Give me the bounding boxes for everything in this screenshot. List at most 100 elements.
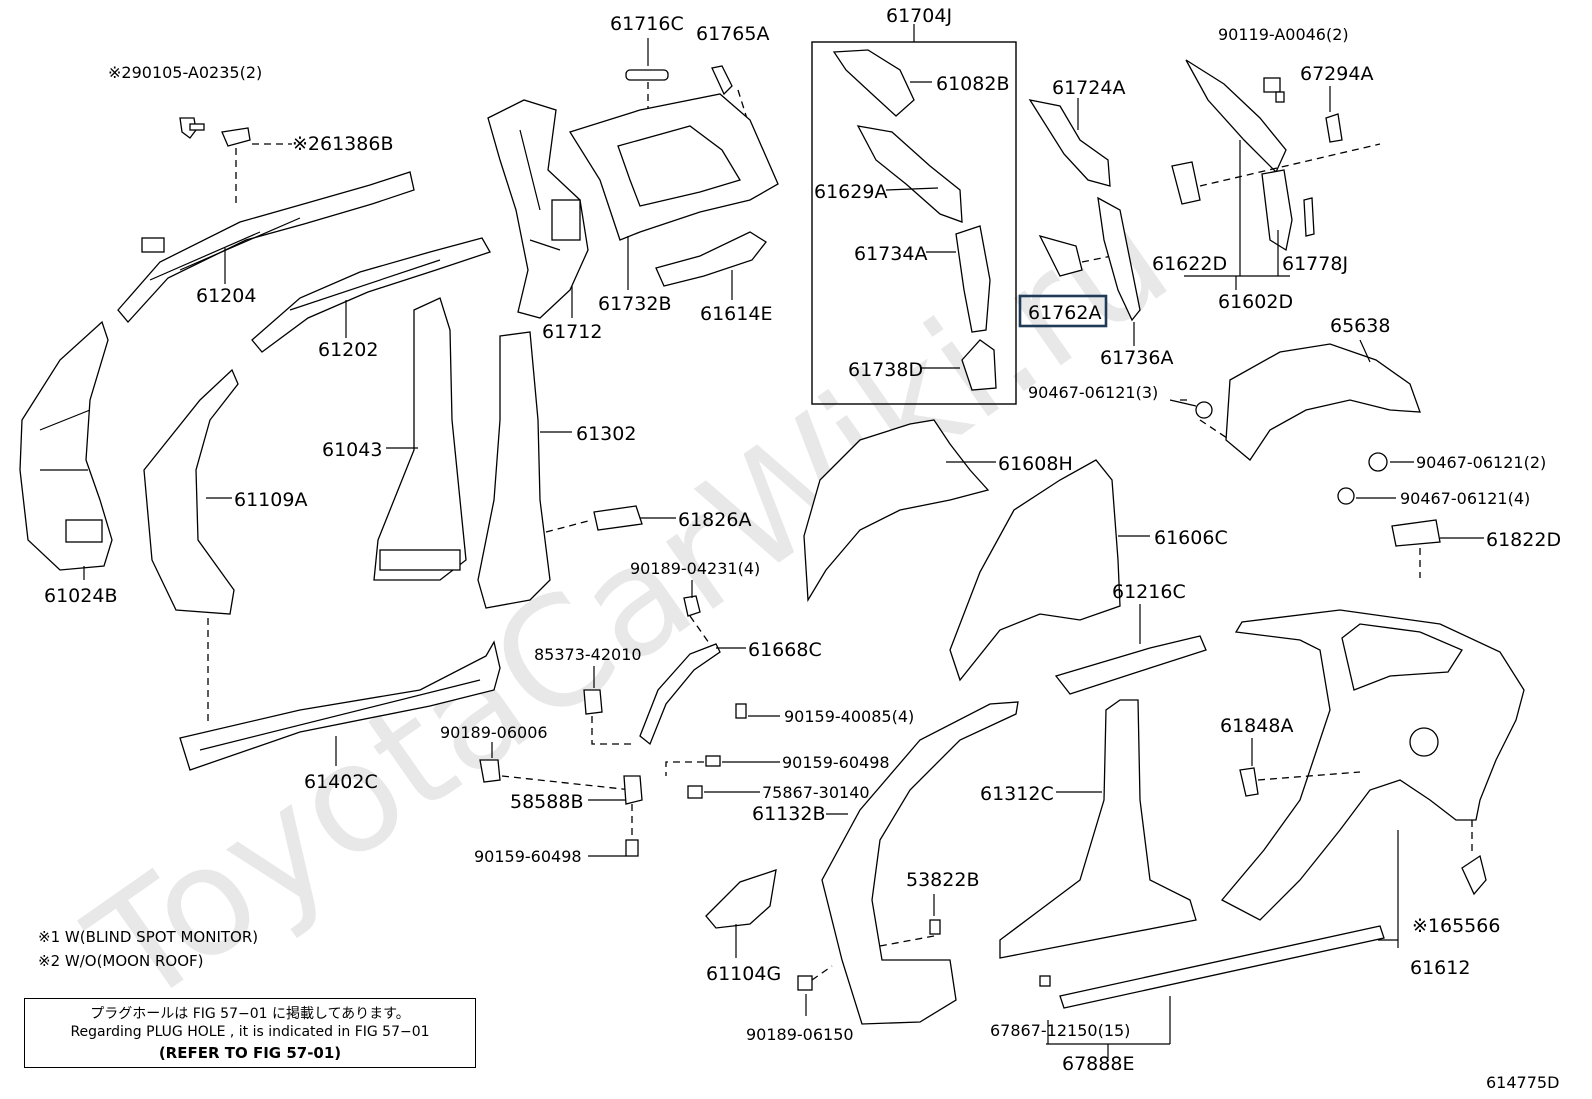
part-65638-liner[interactable] bbox=[1225, 343, 1421, 461]
part-61734A[interactable] bbox=[955, 225, 991, 333]
part-90159-60498-screw-a[interactable] bbox=[705, 755, 721, 767]
part-90189-06006-clip[interactable] bbox=[479, 759, 501, 783]
part-61778J[interactable] bbox=[1303, 197, 1315, 237]
label-65638: 65638 bbox=[1330, 315, 1390, 337]
part-90467-fastener-b[interactable] bbox=[1368, 452, 1388, 472]
part-61132B-front-pillar[interactable] bbox=[821, 701, 1019, 1025]
part-61712-pillar[interactable] bbox=[487, 99, 589, 319]
plug-note-jp: プラグホールは FIG 57−01 に掲載してあります。 bbox=[90, 1006, 410, 1022]
label-61312C: 61312C bbox=[980, 783, 1054, 805]
part-67867-clip[interactable] bbox=[1039, 975, 1051, 987]
diagram-id: 614775D bbox=[1486, 1073, 1559, 1092]
part-61109A-pillar[interactable] bbox=[143, 368, 239, 615]
label-85373: 85373-42010 bbox=[534, 645, 642, 664]
label-67867: 67867-12150(15) bbox=[990, 1021, 1130, 1040]
part-61386B-clip[interactable] bbox=[221, 127, 251, 147]
plug-note-ref[interactable]: (REFER TO FIG 57-01) bbox=[158, 1044, 342, 1062]
part-58588B-bracket[interactable] bbox=[623, 775, 643, 805]
part-61043-pillar-inner[interactable] bbox=[373, 297, 467, 581]
part-61608H-wheelhouse[interactable] bbox=[803, 419, 990, 603]
part-90467-fastener-c[interactable] bbox=[1337, 487, 1355, 505]
label-67888E: 67888E bbox=[1062, 1053, 1134, 1075]
part-61612-quarter-panel[interactable] bbox=[1220, 609, 1525, 921]
part-85373-clip[interactable] bbox=[583, 689, 603, 715]
label-90159-60498-b: 90159-60498 bbox=[474, 847, 582, 866]
label-61202: 61202 bbox=[318, 339, 378, 361]
label-90159-60498-a: 90159-60498 bbox=[782, 753, 890, 772]
label-61778J: 61778J bbox=[1282, 253, 1348, 275]
label-61043: 61043 bbox=[322, 439, 382, 461]
part-61216C-rail[interactable] bbox=[1054, 635, 1207, 695]
label-61629A: 61629A bbox=[814, 181, 887, 203]
label-61762A[interactable]: 61762A bbox=[1028, 302, 1101, 324]
label-61822D: 61822D bbox=[1486, 529, 1561, 551]
part-61104G-bracket[interactable] bbox=[705, 869, 777, 929]
label-90189-04231: 90189-04231(4) bbox=[630, 559, 760, 578]
label-61622D: 61622D bbox=[1152, 253, 1227, 275]
part-61736A[interactable] bbox=[1097, 196, 1141, 322]
label-61765A: 61765A bbox=[696, 23, 769, 45]
part-61716C-clip[interactable] bbox=[625, 69, 669, 81]
label-90189-06150: 90189-06150 bbox=[746, 1025, 854, 1044]
part-61024B-front-pillar[interactable] bbox=[19, 320, 113, 571]
part-65566-sensor-bracket[interactable] bbox=[1461, 854, 1487, 896]
label-58588B: 58588B bbox=[510, 791, 583, 813]
label-90119: 90119-A0046(2) bbox=[1218, 25, 1349, 44]
part-90119-bolt[interactable] bbox=[1263, 77, 1285, 103]
part-61822D-pad[interactable] bbox=[1391, 519, 1441, 547]
label-61132B: 61132B bbox=[752, 803, 825, 825]
label-61216C: 61216C bbox=[1112, 581, 1186, 603]
part-67294A[interactable] bbox=[1325, 113, 1343, 143]
part-61606C-inner-panel[interactable] bbox=[949, 459, 1121, 682]
label-61724A: 61724A bbox=[1052, 77, 1125, 99]
label-61712: 61712 bbox=[542, 321, 602, 343]
part-61204-roof-rail[interactable] bbox=[117, 171, 415, 323]
label-90189-06006: 90189-06006 bbox=[440, 723, 548, 742]
label-61734A: 61734A bbox=[854, 243, 927, 265]
part-90189-06150-screw[interactable] bbox=[797, 975, 813, 991]
part-61082B[interactable] bbox=[832, 49, 915, 117]
part-61762A[interactable] bbox=[1038, 234, 1083, 277]
part-61602D-panel[interactable] bbox=[1185, 59, 1293, 252]
part-61668C-liner[interactable] bbox=[639, 643, 721, 746]
part-90105-bolt[interactable] bbox=[179, 117, 205, 139]
label-53822B: 53822B bbox=[906, 869, 979, 891]
part-61312C-center-pillar[interactable] bbox=[999, 699, 1197, 959]
label-61716C: 61716C bbox=[610, 13, 684, 35]
part-61622D[interactable] bbox=[1171, 161, 1201, 205]
part-61738D[interactable] bbox=[961, 339, 997, 391]
part-90159-40085-screw[interactable] bbox=[735, 703, 747, 719]
label-61109A: 61109A bbox=[234, 489, 307, 511]
label-67294A: 67294A bbox=[1300, 63, 1373, 85]
part-90467-fastener-a[interactable] bbox=[1195, 401, 1213, 419]
label-61668C: 61668C bbox=[748, 639, 822, 661]
label-61386B: ※261386B bbox=[292, 133, 394, 155]
part-61765A-bracket[interactable] bbox=[711, 65, 733, 96]
part-90159-60498-screw-b[interactable] bbox=[625, 839, 639, 857]
label-61024B: 61024B bbox=[44, 585, 117, 607]
label-61732B: 61732B bbox=[598, 293, 671, 315]
footnote-2: ※2 W/O(MOON ROOF) bbox=[38, 952, 204, 970]
part-61629A[interactable] bbox=[856, 125, 963, 223]
footnote-1: ※1 W(BLIND SPOT MONITOR) bbox=[38, 928, 259, 946]
part-53822B-clip[interactable] bbox=[929, 919, 941, 935]
plug-note-en: Regarding PLUG HOLE , it is indicated in… bbox=[70, 1024, 430, 1040]
label-61826A: 61826A bbox=[678, 509, 751, 531]
part-61614E-reinforcement[interactable] bbox=[655, 231, 767, 287]
label-65566: ※165566 bbox=[1412, 915, 1500, 937]
plug-hole-note: プラグホールは FIG 57−01 に掲載してあります。 Regarding P… bbox=[24, 998, 476, 1068]
part-61302-pillar-outer[interactable] bbox=[477, 331, 551, 609]
part-61202-roof-rail-inner[interactable] bbox=[251, 237, 491, 353]
part-61826A-pad[interactable] bbox=[593, 505, 643, 531]
part-61402C-rocker[interactable] bbox=[179, 640, 501, 771]
part-75867-clip[interactable] bbox=[687, 785, 703, 799]
part-67888E-moulding[interactable] bbox=[1059, 925, 1385, 1009]
part-61732B-quarter-panel-upper[interactable] bbox=[569, 93, 779, 241]
label-61848A: 61848A bbox=[1220, 715, 1293, 737]
label-61614E: 61614E bbox=[700, 303, 772, 325]
label-61612: 61612 bbox=[1410, 957, 1470, 979]
part-61724A[interactable] bbox=[1028, 99, 1111, 187]
part-61848A[interactable] bbox=[1239, 767, 1259, 797]
label-61704J: 61704J bbox=[886, 5, 952, 27]
